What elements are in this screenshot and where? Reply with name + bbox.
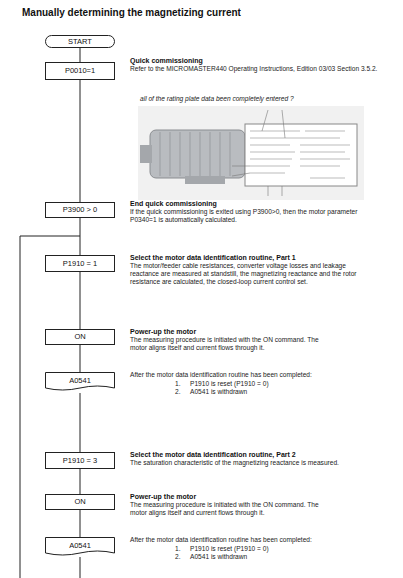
document-box: A0541	[45, 537, 115, 558]
leader-lines	[232, 110, 285, 196]
step-heading: Power-up the motor	[130, 493, 390, 501]
flow-line	[80, 80, 81, 202]
question-note: all of the rating plate data been comple…	[140, 95, 370, 103]
step-text: The motor/feeder cable resistances, conv…	[130, 262, 365, 286]
step-text: A0541 is withdrawn	[190, 553, 370, 561]
step-text: P1910 is reset (P1910 = 0)	[190, 545, 370, 553]
process-box: P1910 = 1	[45, 255, 115, 272]
step-text: If the quick commissioning is exited usi…	[130, 208, 385, 224]
document-box: A0541	[45, 372, 115, 393]
loop-line	[20, 236, 80, 578]
node-text: ON	[74, 498, 85, 506]
node-text: P3900 > 0	[63, 206, 97, 214]
node-text: START	[68, 38, 92, 46]
node-text: A0541	[69, 377, 91, 385]
step-heading: Select the motor data identification rou…	[130, 254, 390, 262]
step-text: 2.	[175, 388, 190, 396]
document-path	[46, 538, 115, 556]
motor-body	[150, 130, 245, 178]
motor-illustration	[138, 106, 364, 200]
node-text: P1910 = 3	[63, 457, 97, 465]
loop-wire	[20, 236, 80, 578]
process-box: P0010=1	[45, 62, 115, 80]
photo-background	[138, 106, 364, 200]
step-text: 2.	[175, 553, 190, 561]
step-heading: End quick commissioning	[130, 200, 390, 208]
flow-line	[80, 469, 81, 494]
process-box: ON	[45, 329, 115, 345]
diagram-title: Manually determining the magnetizing cur…	[22, 7, 241, 19]
rating-plate	[245, 124, 357, 186]
cooling-fins	[160, 132, 230, 176]
step-text: The measuring procedure is initiated wit…	[130, 501, 335, 517]
step-text: After the motor data identification rout…	[130, 371, 390, 379]
node-text: A0541	[69, 542, 91, 550]
flow-line	[80, 345, 81, 372]
step-text: Refer to the MICROMASTER440 Operating In…	[130, 65, 385, 73]
flow-line	[80, 48, 81, 62]
step-text: The saturation characteristic of the mag…	[130, 459, 390, 467]
step-heading: Quick commissioning	[130, 57, 390, 65]
flow-line	[80, 272, 81, 329]
node-text: P0010=1	[65, 67, 95, 75]
step-text: P1910 is reset (P1910 = 0)	[190, 380, 370, 388]
flow-line	[80, 510, 81, 537]
process-box: P3900 > 0	[45, 202, 115, 218]
node-text: ON	[74, 333, 85, 341]
document-path	[46, 373, 115, 391]
step-text: After the motor data identification rout…	[130, 536, 390, 544]
process-box: ON	[45, 494, 115, 510]
exit-line	[80, 557, 81, 578]
step-text: 1.	[175, 545, 190, 553]
motor-foot	[185, 176, 225, 184]
process-box: P1910 = 3	[45, 452, 115, 469]
step-heading: Select the motor data identification rou…	[130, 451, 390, 459]
plate-lines	[250, 131, 350, 178]
flow-line	[80, 393, 81, 452]
terminator: START	[45, 35, 115, 48]
step-text: A0541 is withdrawn	[190, 388, 370, 396]
motor-shaft	[140, 145, 152, 163]
flow-line	[80, 218, 81, 255]
step-text: 1.	[175, 380, 190, 388]
node-text: P1910 = 1	[63, 260, 97, 268]
step-text: The measuring procedure is initiated wit…	[130, 336, 335, 352]
step-heading: Power-up the motor	[130, 328, 390, 336]
